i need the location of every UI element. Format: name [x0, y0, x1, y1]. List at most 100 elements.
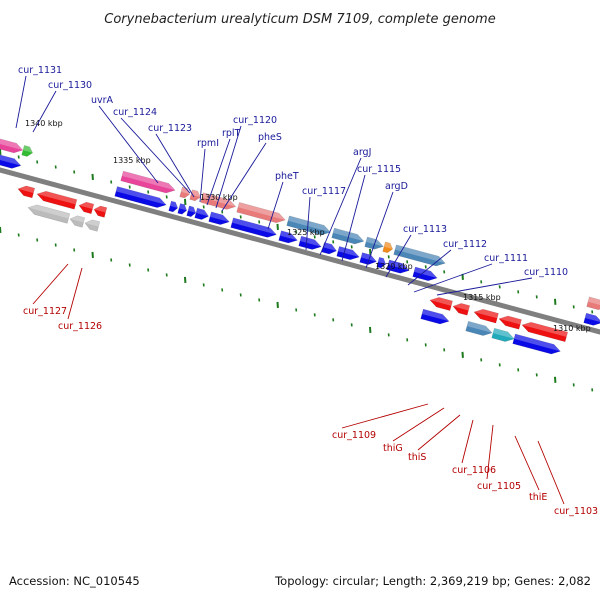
gene-arrow-body [429, 297, 453, 312]
kbp-marker: 1335 kbp [113, 156, 151, 165]
gene-arrow[interactable] [473, 307, 499, 324]
gene-arrow-highlight [499, 315, 522, 325]
gene-arrow[interactable] [208, 211, 231, 227]
gene-arrow-highlight [338, 246, 360, 257]
gene-arrow[interactable] [230, 217, 278, 240]
gene-arrow-highlight [422, 309, 450, 322]
gene-arrow-body [278, 230, 298, 244]
gene-arrow[interactable] [286, 215, 332, 237]
gene-arrow[interactable] [186, 205, 197, 218]
gene-arrow-body [177, 203, 188, 215]
label-leader-line [98, 105, 159, 184]
gene-arrow[interactable] [0, 136, 24, 155]
gene-label: uvrA [91, 95, 114, 106]
gene-arrow[interactable] [114, 186, 168, 209]
label-leader-line [392, 407, 445, 442]
gene-label: cur_1109 [332, 430, 376, 441]
gene-arrow[interactable] [452, 301, 471, 316]
gene-arrow[interactable] [512, 333, 562, 356]
gene-arrow-highlight [467, 321, 493, 333]
gene-arrow[interactable] [168, 200, 179, 213]
gene-arrow[interactable] [420, 308, 451, 326]
gene-arrow[interactable] [78, 201, 95, 215]
gene-arrow[interactable] [17, 184, 36, 199]
gene-arrow[interactable] [586, 296, 600, 312]
gene-arrow-highlight [179, 203, 187, 211]
gene-arrow-body [473, 308, 499, 324]
label-leader-line [417, 414, 461, 451]
gene-arrow[interactable] [382, 241, 394, 254]
gene-arrow-body [27, 204, 71, 224]
kbp-marker: 1310 kbp [553, 324, 591, 333]
kbp-marker: 1320 kbp [375, 262, 413, 271]
gene-arrow[interactable] [498, 314, 522, 330]
gene-arrow[interactable] [364, 236, 385, 251]
gene-arrow-body [586, 296, 600, 311]
gene-arrow-highlight [191, 189, 201, 198]
gene-label: rplT [222, 128, 241, 139]
gene-arrow[interactable] [21, 145, 34, 157]
label-leader-line [341, 174, 366, 262]
gene-arrow-highlight [70, 215, 85, 223]
gene-arrow-highlight [430, 297, 453, 306]
gene-arrow-body [189, 189, 202, 202]
gene-label: cur_1117 [302, 186, 346, 197]
label-leader-line [221, 142, 267, 212]
gene-arrow-highlight [323, 242, 337, 251]
gene-arrow[interactable] [393, 244, 447, 268]
gene-arrow-body [452, 303, 471, 316]
gene-arrow[interactable] [321, 242, 338, 255]
gene-arrow[interactable] [376, 256, 387, 269]
gene-arrow-body [336, 246, 360, 261]
gene-arrow-highlight [414, 266, 438, 279]
gene-arrow-highlight [366, 236, 384, 247]
gene-label: rpmI [197, 138, 219, 149]
gene-arrow-highlight [37, 191, 77, 205]
gene-arrow[interactable] [386, 259, 411, 275]
gene-arrow[interactable] [583, 312, 600, 327]
gene-label: cur_1110 [524, 267, 568, 278]
gene-arrow[interactable] [177, 203, 188, 216]
gene-arrow[interactable] [120, 170, 177, 195]
gene-arrow-highlight [122, 171, 176, 191]
gene-arrow-highlight [188, 205, 196, 213]
gene-label: pheS [258, 132, 282, 143]
gene-arrow[interactable] [429, 295, 453, 312]
gene-arrow[interactable] [36, 189, 78, 210]
label-leader-line [407, 249, 452, 286]
kbp-marker: 1340 kbp [25, 119, 63, 128]
gene-arrow[interactable] [412, 266, 439, 283]
gene-arrow[interactable] [194, 207, 210, 221]
gene-arrow[interactable] [236, 202, 287, 224]
label-leader-line [15, 75, 27, 129]
gene-arrow[interactable] [278, 230, 299, 245]
gene-arrow[interactable] [331, 227, 366, 246]
kbp-marker: 1315 kbp [463, 293, 501, 302]
topology-text: Topology: circular; Length: 2,369,219 bp… [274, 574, 591, 588]
gene-arrow-highlight [170, 201, 178, 208]
gene-arrow[interactable] [491, 327, 516, 343]
gene-arrow-highlight [181, 187, 190, 195]
gene-arrow[interactable] [0, 152, 22, 170]
gene-arrow-body [465, 320, 493, 336]
label-leader-line [537, 440, 565, 505]
gene-arrow[interactable] [298, 235, 323, 251]
gene-arrow[interactable] [189, 189, 202, 202]
gene-arrow[interactable] [93, 205, 108, 218]
gene-label: argD [385, 181, 408, 192]
gene-arrow[interactable] [84, 218, 101, 232]
gene-label: argJ [353, 147, 371, 158]
gene-arrow[interactable] [69, 214, 86, 228]
gene-arrow[interactable] [465, 320, 494, 337]
gene-arrow-highlight [453, 303, 470, 311]
gene-arrow[interactable] [336, 246, 361, 261]
gene-arrow[interactable] [27, 203, 71, 224]
gene-arrow-body [512, 333, 561, 355]
gene-arrow-highlight [210, 211, 230, 222]
gene-arrow[interactable] [521, 320, 569, 343]
gene-arrow-body [393, 244, 446, 267]
gene-arrow[interactable] [359, 252, 378, 267]
gene-arrow-body [286, 215, 332, 236]
gene-label: cur_1111 [484, 253, 528, 264]
gene-arrow-highlight [395, 244, 446, 264]
